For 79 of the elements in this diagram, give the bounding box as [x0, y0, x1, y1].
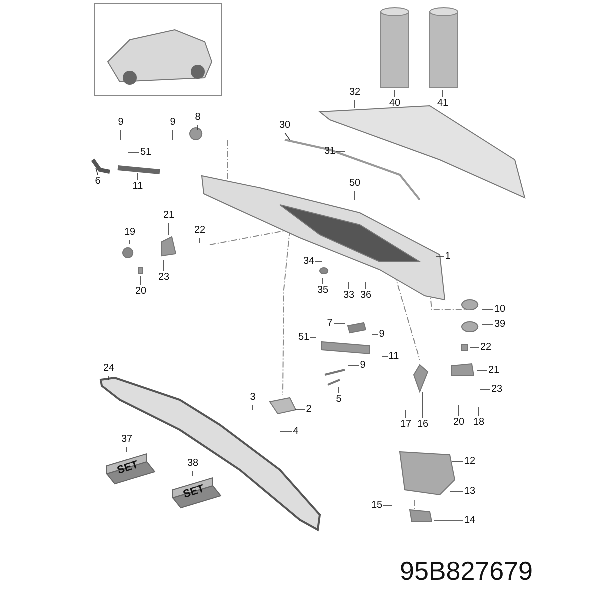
leader-line	[436, 256, 444, 258]
callout-number: 34	[303, 256, 315, 268]
callout-number: 32	[349, 87, 361, 99]
leader-line	[108, 376, 110, 380]
leader-line	[382, 356, 388, 358]
callout-number: 22	[194, 225, 206, 237]
callout-number: 15	[371, 500, 383, 512]
callout-number: 37	[121, 434, 133, 446]
leader-line	[172, 130, 174, 140]
leader-line	[394, 90, 396, 98]
callout-number: 23	[491, 384, 503, 396]
callout-number: 35	[317, 285, 329, 297]
callout-number: 11	[388, 351, 400, 363]
kit-box-drawing	[106, 453, 156, 485]
leader-line	[284, 132, 290, 140]
leader-line	[354, 190, 356, 200]
callout-number: 12	[464, 456, 476, 468]
callout-number: 5	[336, 394, 342, 406]
kit-box-drawing	[172, 477, 222, 509]
callout-number: 24	[103, 363, 115, 375]
callout-number: 7	[327, 318, 333, 330]
leader-line	[422, 392, 424, 418]
leader-line	[96, 168, 98, 176]
callout-number: 23	[158, 272, 170, 284]
callout-number: 14	[464, 515, 476, 527]
callout-number: 39	[494, 319, 506, 331]
callout-number: 41	[437, 98, 449, 110]
leader-line	[126, 446, 128, 452]
callout-number: 18	[473, 417, 485, 429]
callout-number: 9	[118, 117, 124, 129]
callout-number: 2	[306, 404, 312, 416]
leader-line	[458, 404, 460, 416]
leader-line	[120, 130, 122, 140]
callout-number: 36	[360, 290, 372, 302]
callout-number: 13	[464, 486, 476, 498]
callout-number: 9	[170, 117, 176, 129]
kit-label: SET	[182, 482, 206, 502]
callout-number: 22	[480, 342, 492, 354]
callout-number: 16	[417, 419, 429, 431]
leader-line	[348, 282, 350, 290]
leader-line	[476, 370, 488, 372]
callout-number: 19	[124, 227, 136, 239]
callout-number: 20	[453, 417, 465, 429]
leader-line	[140, 276, 142, 286]
leader-line	[482, 324, 494, 326]
callout-number: 11	[132, 181, 144, 193]
callout-number: 10	[494, 304, 506, 316]
leader-line	[354, 100, 356, 108]
callout-number: 33	[343, 290, 355, 302]
callout-number: 40	[389, 98, 401, 110]
callout-number: 20	[135, 286, 147, 298]
leader-line	[128, 152, 140, 154]
callout-number: 6	[95, 176, 101, 188]
callout-number: 30	[279, 120, 291, 132]
leader-line	[434, 520, 464, 522]
callout-number: 31	[324, 146, 336, 158]
callout-number: 51	[298, 332, 310, 344]
callout-number: 3	[250, 392, 256, 404]
leader-line	[252, 404, 254, 410]
callout-number: 21	[163, 210, 175, 222]
leader-line	[168, 222, 170, 236]
callout-number: 38	[187, 458, 199, 470]
callout-number: 9	[379, 329, 385, 341]
callout-number: 8	[195, 112, 201, 124]
callout-number: 9	[360, 360, 366, 372]
callout-number: 51	[140, 147, 152, 159]
leader-line	[478, 406, 480, 416]
leader-line	[322, 278, 324, 284]
part-number: 95B827679	[400, 556, 534, 587]
callout-number: 50	[349, 178, 361, 190]
leader-line	[372, 334, 378, 336]
callout-number: 21	[488, 365, 500, 377]
kit-label: SET	[116, 458, 140, 478]
leader-line	[338, 386, 340, 394]
leader-line	[442, 90, 444, 98]
callout-number: 17	[400, 419, 412, 431]
callout-number: 4	[293, 426, 299, 438]
callout-number: 1	[445, 251, 451, 263]
leader-line	[192, 470, 194, 476]
